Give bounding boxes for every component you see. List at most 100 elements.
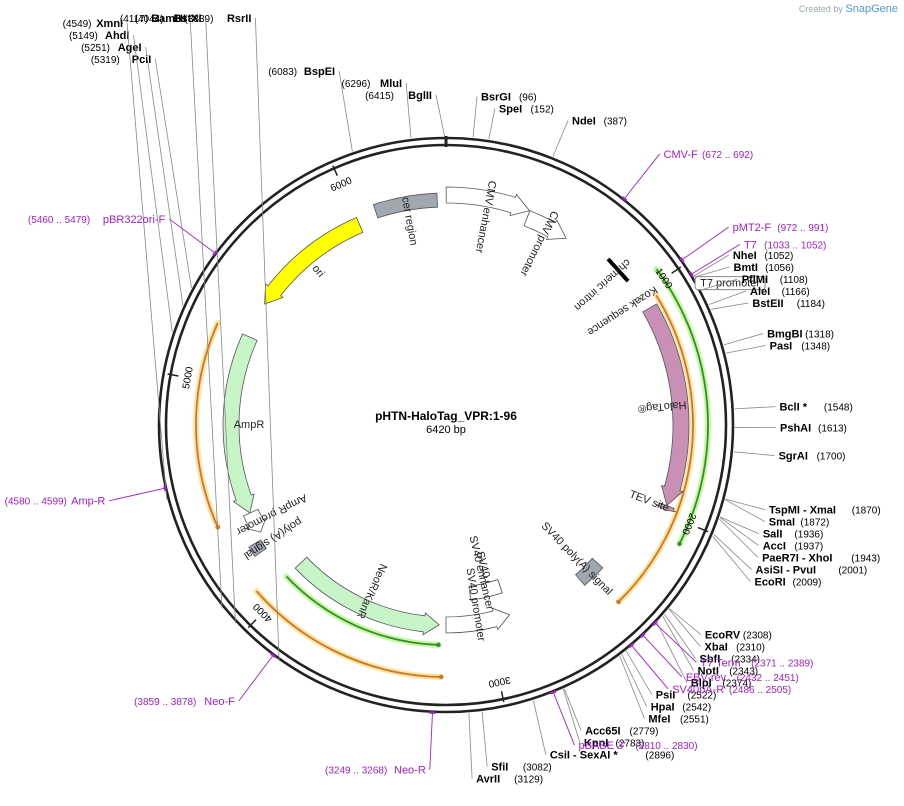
primer-mark xyxy=(688,271,694,278)
primer-name: Neo-R xyxy=(394,765,426,777)
primer-leader xyxy=(623,153,660,200)
site-hpai[interactable]: HpaI(2542) xyxy=(621,654,711,714)
site-nhei[interactable]: NheI(1052) xyxy=(693,250,794,277)
site-position: (1548) xyxy=(824,403,853,414)
site-position: (1943) xyxy=(851,554,880,565)
site-name: CsiI - SexAI * xyxy=(550,750,619,762)
primer-cmv-f[interactable]: CMV-F(672 .. 692) xyxy=(621,149,753,202)
site-name: BsrGI xyxy=(481,91,511,103)
primer-t7[interactable]: T7(1033 .. 1052) xyxy=(688,239,827,278)
site-leader xyxy=(405,82,412,139)
site-position: (1870) xyxy=(852,506,881,517)
primer-neo-r[interactable]: Neo-R(3249 .. 3268) xyxy=(325,711,436,777)
site-name: PflMI xyxy=(742,274,768,286)
feature-shape xyxy=(575,557,604,586)
site-smai[interactable]: SmaI(1872) xyxy=(725,499,829,529)
site-pasi[interactable]: PasI (1348) xyxy=(725,341,830,354)
site-sfii[interactable]: SfiI(3082) xyxy=(481,711,552,774)
site-sgrai[interactable]: SgrAI(1700) xyxy=(733,451,846,463)
primer-t7-term[interactable]: T7 Term(2371 .. 2389) xyxy=(652,620,813,669)
feature-label: T7 promoter xyxy=(700,278,760,290)
site-csii-sexai[interactable]: CsiI - SexAI *(2896) xyxy=(533,700,674,762)
site-bamhi[interactable]: BamHI(4117) xyxy=(120,13,223,608)
plasmid-length: 6420 bp xyxy=(426,424,466,436)
site-paer7i-xhoi[interactable]: PaeR7I - XhoI(1943) xyxy=(719,518,880,565)
primer-range: (2371 .. 2389) xyxy=(751,658,813,669)
site-position: (1184) xyxy=(797,299,825,310)
site-position: (1348) xyxy=(801,342,830,353)
site-acc65i[interactable]: Acc65I(2779) xyxy=(563,688,658,738)
site-position: (6415) xyxy=(365,91,394,102)
site-name: PasI xyxy=(770,341,793,353)
feature-ori[interactable]: ori xyxy=(264,216,364,305)
primer-pbabe-3[interactable]: pBABE 3'(2810 .. 2830) xyxy=(550,690,698,752)
primer-neo-f[interactable]: Neo-F(3859 .. 3878) xyxy=(134,652,277,708)
primer-range: (4580 .. 4599) xyxy=(5,497,67,508)
site-bmgbi[interactable]: BmgBI(1318) xyxy=(723,329,834,346)
feature-cer-region[interactable]: cer region xyxy=(372,192,438,246)
site-blpi[interactable]: BlpI(2374) xyxy=(656,622,751,690)
primer-pbr322ori-f[interactable]: pBR322ori-F(5460 .. 5479) xyxy=(28,214,218,256)
primer-amp-r[interactable]: Amp-R(4580 .. 4599) xyxy=(5,485,167,508)
site-leader xyxy=(723,333,764,346)
site-avrii[interactable]: AvrII(3129) xyxy=(468,713,543,786)
primer-ebv-rev[interactable]: EBV-rev(2432 .. 2451) xyxy=(639,632,799,684)
site-xmni[interactable]: XmnI(4549) xyxy=(63,18,168,500)
feature-sv40-poly-a-signal[interactable]: SV40 poly(A) signal xyxy=(539,520,615,598)
primer-range: (3859 .. 3878) xyxy=(134,697,196,708)
site-mfei[interactable]: MfeI(2551) xyxy=(619,655,709,726)
site-bsrgi[interactable]: BsrGI(96) xyxy=(472,91,537,138)
feature-shape xyxy=(248,539,267,557)
feature-cmv-promoter[interactable]: CMV promoter xyxy=(517,209,567,278)
site-position: (1052) xyxy=(764,251,793,262)
feature-halotag[interactable]: HaloTag® xyxy=(638,303,690,507)
site-pcii[interactable]: PciI(5319) xyxy=(91,54,192,289)
site-mlui[interactable]: MluI(6296) xyxy=(342,78,412,139)
site-position: (1937) xyxy=(794,542,823,553)
site-ecorv[interactable]: EcoRV(2308) xyxy=(669,608,772,642)
feature-shape xyxy=(445,186,531,217)
site-kpni[interactable]: KpnI(2783) xyxy=(562,688,644,750)
site-leader xyxy=(154,58,192,289)
site-bspei[interactable]: BspEI(6083) xyxy=(268,66,353,152)
site-leader xyxy=(725,498,766,510)
site-bmti[interactable]: BmtI(1056) xyxy=(694,262,794,278)
site-noti[interactable]: NotI(2343) xyxy=(662,615,758,678)
site-asisi-pvui[interactable]: AsiSI - PvuI(2001) xyxy=(713,533,868,577)
site-bstxi[interactable]: BstXI(4044) xyxy=(135,13,236,624)
site-acci[interactable]: AccI(1937) xyxy=(719,516,823,553)
site-position: (2551) xyxy=(680,715,709,726)
site-name: AsiSI - PvuI xyxy=(756,565,817,577)
site-alei[interactable]: AleI(1166) xyxy=(708,286,810,305)
site-name: Acc65I xyxy=(585,726,620,738)
tick-label-3000: 3000 xyxy=(487,674,511,689)
site-bcli[interactable]: BclI *(1548) xyxy=(734,402,853,414)
feature-cmv-enhancer[interactable]: CMV enhancer xyxy=(445,180,531,255)
site-sbfi[interactable]: SbfI(2334) xyxy=(664,613,761,666)
site-leader xyxy=(701,278,738,291)
site-ahdi[interactable]: AhdI(5149) xyxy=(69,30,173,333)
site-name: AleI xyxy=(750,286,770,298)
site-bsteii[interactable]: BstEII(1184) xyxy=(710,298,825,310)
feature-label: SV40 poly(A) signal xyxy=(539,520,615,598)
site-pshai[interactable]: PshAI(1613) xyxy=(734,423,847,435)
site-ecori[interactable]: EcoRI(2009) xyxy=(712,536,822,589)
site-leader xyxy=(694,266,730,278)
primer-sv40pa-r[interactable]: SV40pA-R(2486 .. 2505) xyxy=(628,642,791,696)
site-bglii[interactable]: BglII(6415) xyxy=(365,90,445,137)
feature-ampr[interactable]: AmpR xyxy=(222,333,264,514)
site-xbai[interactable]: XbaI(2310) xyxy=(668,608,765,654)
site-rsrii[interactable]: RsrII(3839) xyxy=(185,13,280,661)
feature-neor-kanr[interactable]: NeoR/KanR xyxy=(294,556,440,636)
site-tspmi-xmai[interactable]: TspMI - XmaI(1870) xyxy=(725,498,881,517)
primer-pmt2-f[interactable]: pMT2-F(972 .. 991) xyxy=(679,222,828,263)
site-psii[interactable]: PsiI(2522) xyxy=(625,650,716,702)
feature-sv40-promoter[interactable]: SV40 promoter xyxy=(445,567,511,642)
site-sali[interactable]: SalI(1936) xyxy=(719,516,823,541)
site-ndei[interactable]: NdeI(387) xyxy=(552,115,627,157)
site-name: AhdI xyxy=(105,30,129,42)
site-pflmi[interactable]: PflMI(1108) xyxy=(701,274,808,291)
primer-range: (672 .. 692) xyxy=(702,150,753,161)
site-spei[interactable]: SpeI(152) xyxy=(488,103,554,140)
